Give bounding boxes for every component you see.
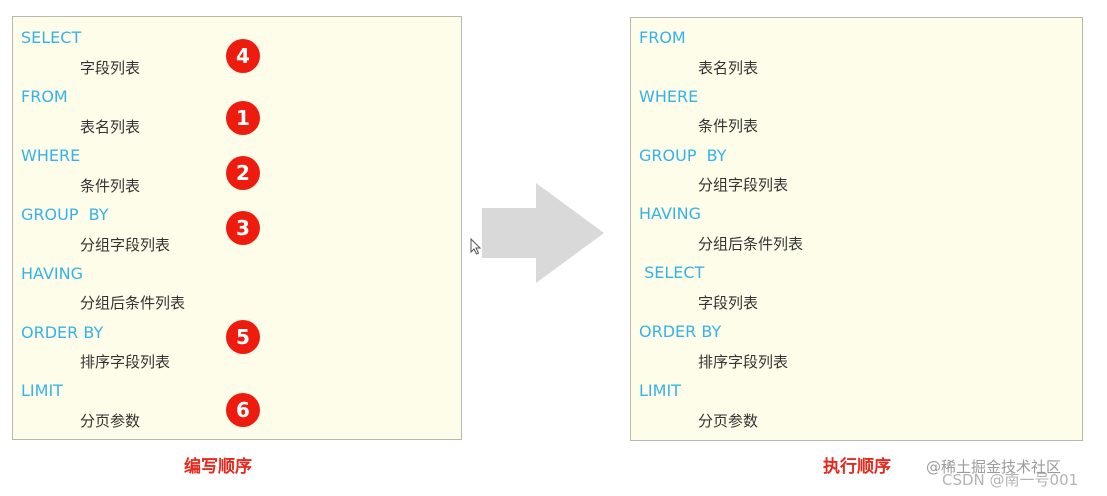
keyword-group-by: GROUP BY: [639, 146, 727, 165]
order-badge-4: 4: [226, 39, 260, 73]
watermark-csdn: CSDN @南一号001: [942, 471, 1079, 489]
column-group-field-list: 分组字段列表: [80, 236, 171, 254]
column-field-list: 字段列表: [698, 294, 759, 312]
keyword-select: SELECT: [639, 263, 705, 282]
keyword-order-by: ORDER BY: [639, 322, 722, 341]
column-sort-field-list: 排序字段列表: [698, 353, 789, 371]
keyword-where: WHERE: [21, 146, 81, 165]
keyword-having: HAVING: [21, 264, 83, 283]
column-group-condition-list: 分组后条件列表: [698, 235, 804, 253]
column-condition-list: 条件列表: [80, 177, 141, 195]
keyword-having: HAVING: [639, 204, 701, 223]
writing-order-caption: 编写顺序: [184, 457, 252, 477]
execution-order-panel: FROM 表名列表 WHERE 条件列表 GROUP BY 分组字段列表 HAV…: [630, 17, 1083, 441]
keyword-limit: LIMIT: [21, 381, 63, 400]
keyword-select: SELECT: [21, 28, 82, 47]
column-group-condition-list: 分组后条件列表: [80, 294, 186, 312]
writing-order-panel: SELECT 字段列表 4 FROM 表名列表 1 WHERE 条件列表 2 G…: [12, 16, 462, 440]
column-sort-field-list: 排序字段列表: [80, 353, 171, 371]
order-badge-1: 1: [226, 101, 260, 135]
order-badge-6: 6: [226, 393, 260, 427]
keyword-from: FROM: [21, 87, 68, 106]
right-arrow-icon: [482, 183, 604, 283]
keyword-limit: LIMIT: [639, 381, 681, 400]
mouse-cursor-icon: [470, 238, 482, 255]
order-badge-3: 3: [226, 211, 260, 245]
watermark-juejin: @稀土掘金技术社区: [926, 458, 1062, 476]
column-paging-params: 分页参数: [80, 412, 141, 430]
column-field-list: 字段列表: [80, 59, 141, 77]
keyword-order-by: ORDER BY: [21, 323, 104, 342]
keyword-group-by: GROUP BY: [21, 205, 109, 224]
keyword-from: FROM: [639, 28, 686, 47]
column-group-field-list: 分组字段列表: [698, 176, 789, 194]
order-badge-2: 2: [226, 156, 260, 190]
column-table-list: 表名列表: [698, 59, 759, 77]
keyword-where: WHERE: [639, 87, 699, 106]
execution-order-caption: 执行顺序: [823, 457, 891, 477]
order-badge-5: 5: [226, 320, 260, 354]
column-paging-params: 分页参数: [698, 412, 759, 430]
column-table-list: 表名列表: [80, 118, 141, 136]
column-condition-list: 条件列表: [698, 117, 759, 135]
